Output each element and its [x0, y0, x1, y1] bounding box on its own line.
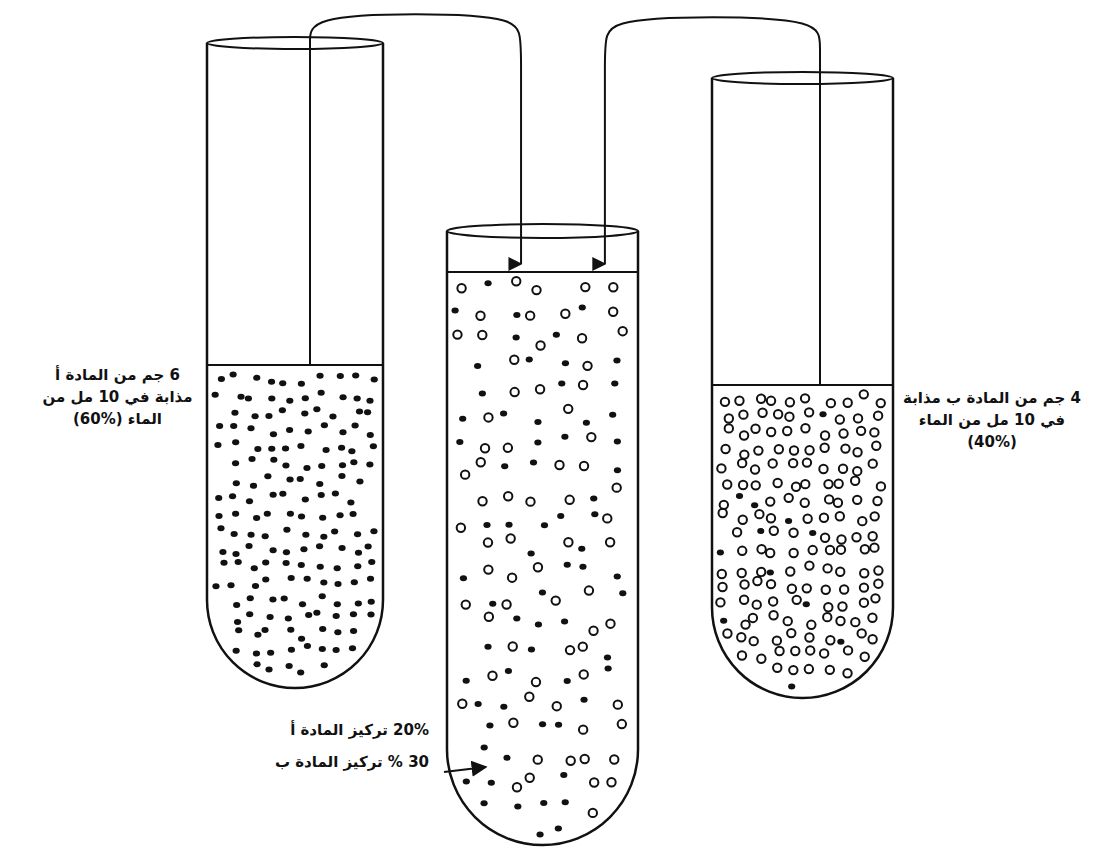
particles: [451, 277, 626, 837]
liquid-surface: [712, 384, 893, 386]
delivery-tube: [310, 14, 521, 365]
tube-wall: [447, 231, 638, 845]
particles: [212, 371, 378, 675]
liquid-surface: [447, 271, 638, 273]
tube-rim: [447, 224, 638, 238]
tube-outline: [710, 70, 895, 700]
solution-label: 30 % تركيز المادة ب: [275, 752, 429, 774]
liquid-surface: [207, 364, 383, 366]
tube-wall: [207, 43, 383, 688]
test-tube: 6 جم من المادة أ مذابة في 10 مل من الماء…: [205, 35, 385, 690]
tube-outline: [445, 222, 640, 847]
test-tube: 20% تركيز المادة أ30 % تركيز المادة ب: [445, 222, 640, 847]
solution-label: 20% تركيز المادة أ: [290, 720, 429, 742]
test-tube: 4 جم من المادة ب مذابة في 10 مل من الماء…: [710, 70, 895, 700]
tube-wall: [712, 78, 893, 698]
solution-label: 4 جم من المادة ب مذابة في 10 مل من الماء…: [902, 388, 1082, 453]
particles: [716, 390, 885, 689]
tube-outline: [205, 35, 385, 690]
tube-rim: [207, 37, 383, 49]
solution-label: 6 جم من المادة أ مذابة في 10 مل من الماء…: [40, 365, 195, 430]
tube-rim: [712, 72, 893, 84]
